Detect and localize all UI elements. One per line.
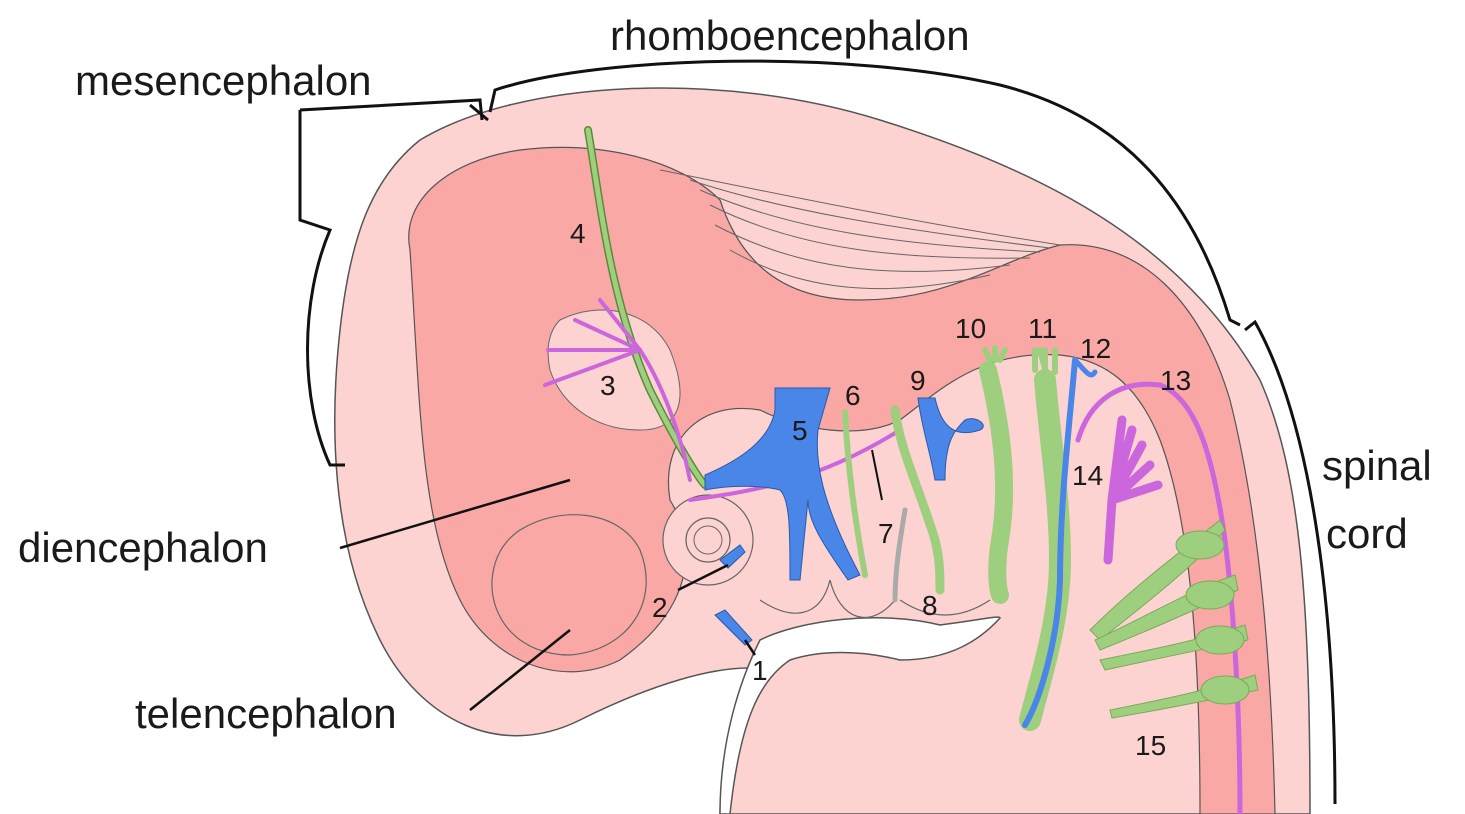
number-10: 10 — [955, 313, 986, 344]
number-1: 1 — [752, 655, 768, 686]
number-9: 9 — [910, 365, 926, 396]
number-2: 2 — [652, 592, 668, 623]
label-mesencephalon: mesencephalon — [75, 57, 372, 104]
label-cord: cord — [1326, 510, 1408, 557]
label-rhombencephalon: rhomboencephalon — [610, 12, 970, 59]
label-telencephalon: telencephalon — [135, 690, 397, 737]
number-7: 7 — [878, 518, 894, 549]
number-8: 8 — [922, 590, 938, 621]
number-14: 14 — [1072, 460, 1103, 491]
number-3: 3 — [600, 370, 616, 401]
number-13: 13 — [1160, 365, 1191, 396]
number-12: 12 — [1080, 333, 1111, 364]
otic-vesicle-core — [694, 526, 722, 554]
label-diencephalon: diencephalon — [18, 524, 268, 571]
telencephalon-vesicle — [492, 515, 646, 655]
number-15: 15 — [1135, 730, 1166, 761]
number-11: 11 — [1028, 313, 1057, 344]
number-6: 6 — [845, 380, 861, 411]
number-5: 5 — [792, 415, 808, 446]
label-spinal: spinal — [1322, 442, 1432, 489]
number-4: 4 — [570, 218, 586, 249]
